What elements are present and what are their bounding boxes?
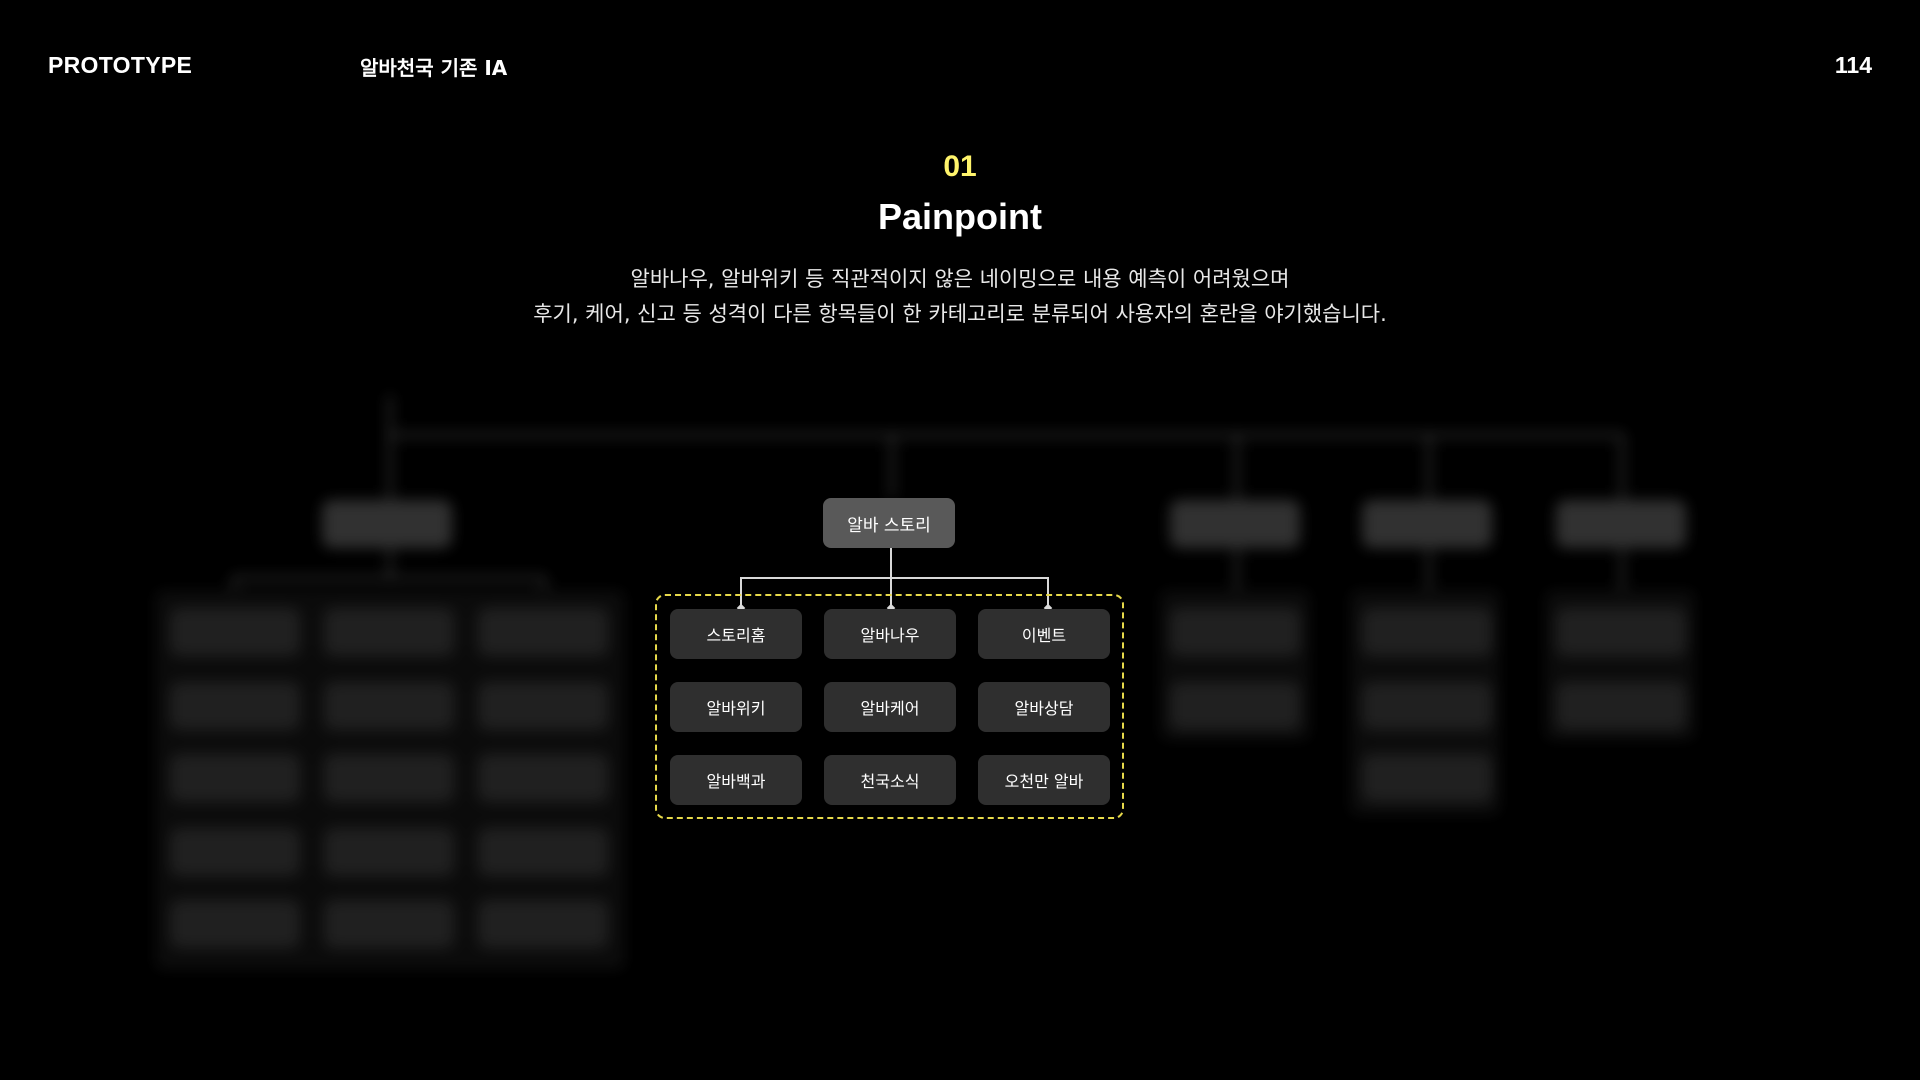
bg-category-box [1170,500,1300,548]
bg-vline [1620,433,1624,503]
child-node: 알바나우 [824,609,956,659]
connector-line [740,577,742,607]
bg-item-box [324,608,454,656]
page-section-label: 알바천국 기존 IA [360,56,508,80]
bg-item-box [1170,682,1300,730]
bg-item-box [1362,608,1492,656]
bg-vline [890,433,894,498]
bg-item-box [478,828,608,876]
bg-vline [1620,548,1624,603]
bg-item-box [1362,754,1492,802]
bg-hline [232,576,544,580]
bg-vline [1235,548,1239,603]
child-node: 이벤트 [978,609,1110,659]
connector-line [1047,577,1049,607]
bg-item-box [170,900,300,948]
bg-vline [1427,433,1431,503]
bg-item-box [170,754,300,802]
root-node: 알바 스토리 [823,498,955,548]
bg-item-box [478,608,608,656]
child-node: 오천만 알바 [978,755,1110,805]
child-node: 천국소식 [824,755,956,805]
bg-item-box [478,682,608,730]
bg-hline [388,433,1624,437]
bg-item-box [324,754,454,802]
brand-label: PROTOTYPE [48,52,193,78]
highlight-dashed-box [655,594,1124,819]
bg-item-box [1170,608,1300,656]
child-node: 알바위키 [670,682,802,732]
child-node: 알바백과 [670,755,802,805]
bg-item-box [1556,608,1686,656]
bg-vline [1427,548,1431,603]
bg-item-box [170,682,300,730]
page-number: 114 [1834,52,1872,78]
section-description: 알바나우, 알바위키 등 직관적이지 않은 네이밍으로 내용 예측이 어려웠으며… [0,262,1920,332]
bg-item-box [1556,682,1686,730]
description-line-1: 알바나우, 알바위키 등 직관적이지 않은 네이밍으로 내용 예측이 어려웠으며 [630,267,1290,291]
bg-item-box [324,900,454,948]
connector-line [740,577,1049,579]
bg-item-box [170,608,300,656]
bg-category-box [1556,500,1686,548]
bg-item-box [324,682,454,730]
bg-item-box [478,754,608,802]
description-line-2: 후기, 케어, 신고 등 성격이 다른 항목들이 한 카테고리로 분류되어 사용… [533,302,1387,326]
bg-category-box [1362,500,1492,548]
section-number: 01 [943,150,977,183]
bg-vline [1235,433,1239,503]
section-title: Painpoint [878,196,1042,237]
bg-item-box [170,828,300,876]
child-node: 스토리홈 [670,609,802,659]
bg-root-line [388,395,392,435]
bg-vline [388,548,392,578]
child-node: 알바상담 [978,682,1110,732]
connector-line [890,548,892,610]
bg-item-box [324,828,454,876]
child-node: 알바케어 [824,682,956,732]
bg-item-box [478,900,608,948]
bg-vline [388,433,392,503]
bg-category-box [322,500,452,548]
bg-item-box [1362,682,1492,730]
